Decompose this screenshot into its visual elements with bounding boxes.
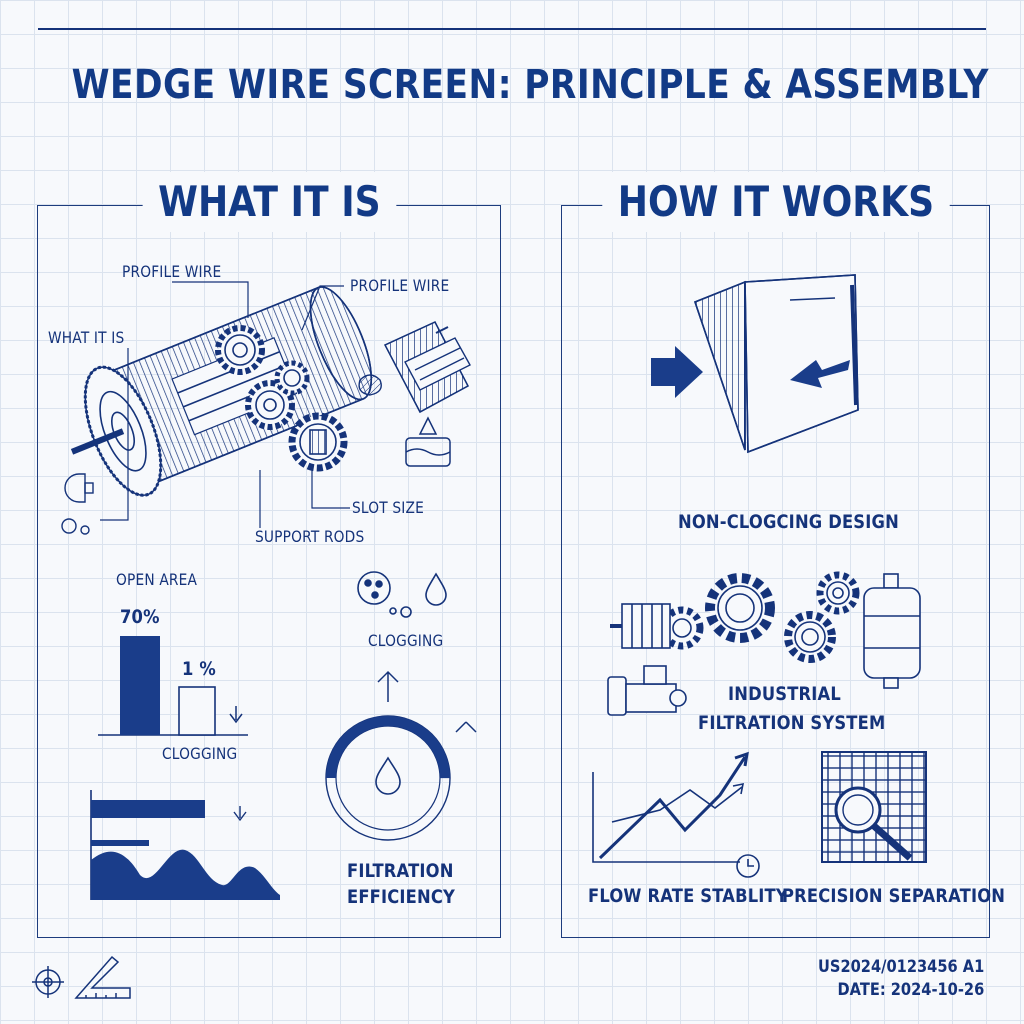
panel-what-it-is: WHAT IT IS <box>37 172 501 938</box>
precision-label: PRECISION SEPARATION <box>782 885 1006 907</box>
what-it-is-heading: WHAT IT IS <box>142 172 396 232</box>
filtration-label-1: FILTRATION <box>347 860 454 882</box>
leader-lines <box>100 281 350 528</box>
non-clogging-label: NON-CLOGCING DESIGN <box>678 511 899 533</box>
efficiency-ring <box>325 715 451 841</box>
efficiency-arc <box>326 716 450 840</box>
clogging-bar <box>178 686 216 736</box>
flow-rate-label: FLOW RATE STABLITY <box>588 885 788 907</box>
open-area-bar-chart <box>98 636 248 736</box>
drop-tray-icon <box>405 416 451 467</box>
what-it-is-label: WHAT IT IS <box>48 328 125 347</box>
panel-title-right: HOW IT WORKS <box>562 172 989 232</box>
profile-wire-label-2: PROFILE WIRE <box>350 276 450 295</box>
tank-icon <box>863 573 921 689</box>
support-rods-label: SUPPORT RODS <box>255 527 365 546</box>
how-it-works-heading: HOW IT WORKS <box>601 172 950 232</box>
up-arrow-icon <box>377 670 477 733</box>
open-area-label: OPEN AREA <box>116 570 198 589</box>
water-drop-icon <box>375 756 401 795</box>
profile-wire-label-1: PROFILE WIRE <box>122 262 222 281</box>
profile-wire-detail-icon <box>358 321 471 413</box>
flow-arrow-left-icon <box>790 360 850 388</box>
filter-housing-icon <box>610 603 671 649</box>
industrial-label-1: INDUSTRIAL <box>728 683 841 705</box>
efficiency-label-2: EFFICIENCY <box>347 886 456 908</box>
ruler-triangle-icon <box>74 955 131 999</box>
industrial-gears-icon <box>660 571 860 663</box>
flow-arrow-right-icon <box>651 346 703 398</box>
top-rule <box>38 28 986 30</box>
pump-icon <box>607 665 687 716</box>
page-title: WEDGE WIRE SCREEN: PRINCIPLE & ASSEMBLY <box>71 62 989 108</box>
open-area-bar <box>120 636 160 735</box>
panel-title-left: WHAT IT IS <box>38 172 500 232</box>
open-area-value: 70% <box>120 606 160 628</box>
slot-size-label: SLOT SIZE <box>352 498 424 517</box>
bubbles-icon <box>61 473 94 535</box>
footer-info: US2024/0123456 A1 DATE: 2024-10-26 <box>818 956 984 1002</box>
clogging-bar-label: CLOGGING <box>162 744 238 763</box>
clogging-value: 1 % <box>182 658 216 680</box>
cylinder-gear-icon <box>215 325 348 472</box>
wedge-wire-cylinder-icon <box>70 286 373 497</box>
industrial-label-2: FILTRATION SYSTEM <box>698 712 886 734</box>
compass-icon <box>32 966 64 998</box>
clogging-particles-icon <box>357 571 447 618</box>
panel-how-it-works: HOW IT WORKS <box>561 172 990 938</box>
flow-rate-line-chart <box>592 751 760 878</box>
patent-date: DATE: 2024-10-26 <box>837 980 984 1000</box>
precision-mesh-icon <box>821 751 927 863</box>
flow-area-chart <box>90 790 280 900</box>
patent-number: US2024/0123456 A1 <box>817 957 984 977</box>
v-wire-profile-icon <box>693 274 859 454</box>
down-arrow-icon <box>229 706 243 724</box>
clogging-icon-label: CLOGGING <box>368 631 444 650</box>
